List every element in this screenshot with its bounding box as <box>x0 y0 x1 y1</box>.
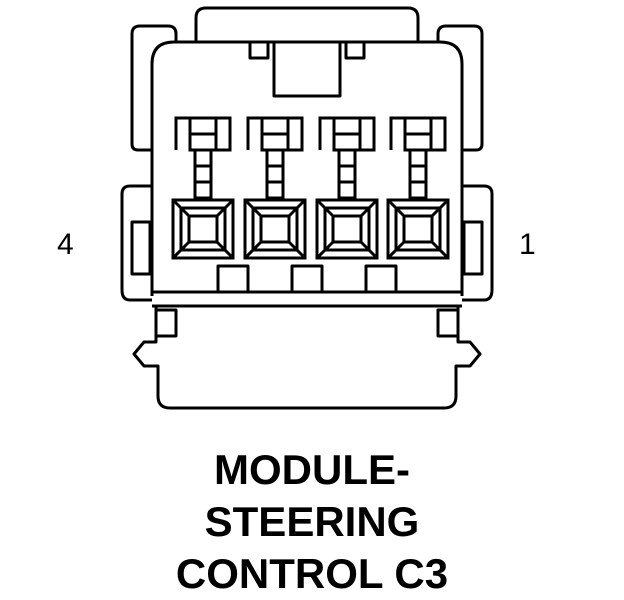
key-slot-1 <box>216 264 250 294</box>
terminal-1-cavity <box>171 198 235 260</box>
terminal-1-bevel-tl <box>171 198 191 218</box>
right-upper-ear <box>436 24 484 152</box>
connector-housing <box>150 40 464 296</box>
left-upper-ear <box>130 24 178 152</box>
terminal-2-bevel-tl <box>243 198 263 218</box>
pin-number-right: 1 <box>519 228 536 261</box>
terminal-1-retainer <box>174 116 232 152</box>
terminal-3-bevel-tr <box>359 198 379 218</box>
inner-cavity <box>150 186 464 294</box>
right-side-slot <box>462 220 484 276</box>
terminal-3-bevel-tl <box>315 198 335 218</box>
terminal-3-bevel-bl <box>315 240 335 260</box>
terminal-2-cavity-bevel <box>251 206 299 252</box>
terminal-4-bevel-tl <box>386 198 406 218</box>
terminal-1-bevel-br <box>215 240 235 260</box>
caption-line-2: STEERING <box>204 498 420 545</box>
terminal-1-bevel-tr <box>215 198 235 218</box>
terminal-4-retainer <box>389 116 447 152</box>
terminal-4-cavity-bevel <box>394 206 442 252</box>
terminal-3-cavity-bevel <box>323 206 371 252</box>
terminal-2-bevel-tr <box>287 198 307 218</box>
terminal-2-bevel-bl <box>243 240 263 260</box>
terminal-2-cavity <box>243 198 307 260</box>
terminal-1-cavity-bevel <box>179 206 227 252</box>
bottom-shroud <box>132 306 482 410</box>
terminal-4-stem <box>408 148 428 200</box>
terminal-1-bevel-bl <box>171 240 191 260</box>
caption-line-1: MODULE- <box>214 446 410 493</box>
right-lower-ear <box>462 184 494 302</box>
terminal-1-cavity-inner <box>187 214 219 244</box>
key-slot-2 <box>290 264 324 294</box>
top-latch <box>194 6 420 42</box>
tab-notch-right <box>344 40 366 60</box>
right-shroud-clip <box>436 308 458 338</box>
terminal-2-bevel-br <box>287 240 307 260</box>
center-tab <box>272 42 342 98</box>
tab-notch-left <box>248 40 270 60</box>
terminal-4-bevel-br <box>430 240 450 260</box>
terminal-3-stem <box>337 148 357 200</box>
terminal-4-cavity-inner <box>402 214 434 244</box>
terminal-4-bevel-bl <box>386 240 406 260</box>
terminal-2-cavity-inner <box>259 214 291 244</box>
left-side-slot <box>130 220 152 276</box>
key-slot-3 <box>364 264 398 294</box>
terminal-2-stem <box>265 148 285 200</box>
pin-number-left: 4 <box>57 228 74 261</box>
left-shroud-clip <box>156 308 178 338</box>
left-lower-ear <box>120 184 152 302</box>
terminal-3-retainer <box>318 116 376 152</box>
terminal-2-retainer <box>246 116 304 152</box>
terminal-3-bevel-br <box>359 240 379 260</box>
caption-line-3: CONTROL C3 <box>175 550 449 597</box>
terminal-4-bevel-tr <box>430 198 450 218</box>
terminal-3-cavity-inner <box>331 214 363 244</box>
terminal-1-stem <box>193 148 213 200</box>
terminal-3-cavity <box>315 198 379 260</box>
terminal-4-cavity <box>386 198 450 260</box>
